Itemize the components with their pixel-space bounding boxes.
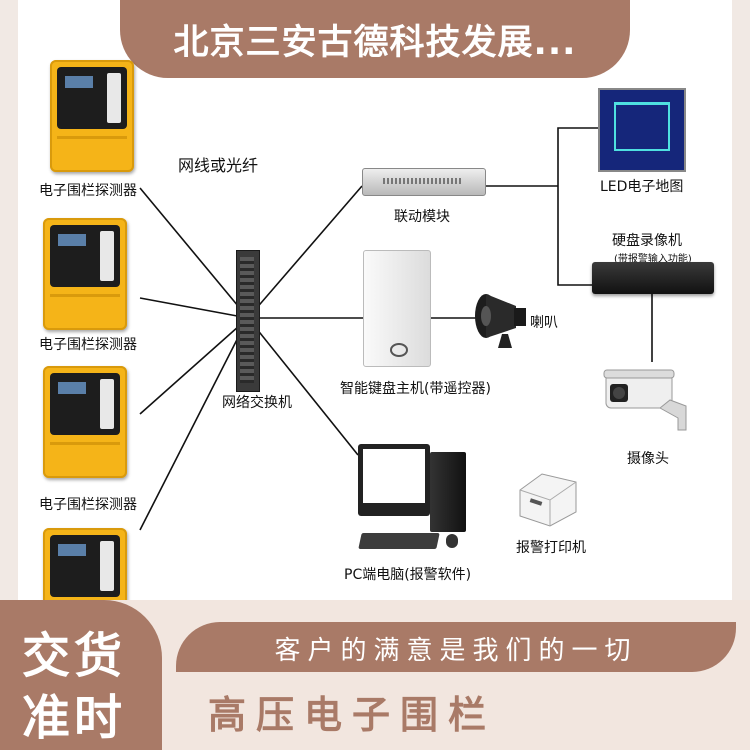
line-detector2-switch bbox=[139, 297, 249, 319]
badge-line-1: 交货 bbox=[22, 628, 127, 684]
pc-label: PC端电脑(报警软件) bbox=[344, 567, 472, 583]
line-detector1-switch bbox=[139, 187, 249, 319]
pc-monitor bbox=[358, 444, 430, 516]
network-switch bbox=[236, 250, 260, 392]
printer-label: 报警打印机 bbox=[516, 540, 586, 556]
camera-icon bbox=[603, 369, 687, 431]
host-label: 智能键盘主机(带遥控器) bbox=[340, 381, 491, 397]
siren-icon bbox=[475, 294, 526, 348]
dvr-label: 硬盘录像机 bbox=[612, 233, 682, 249]
delivery-badge: 交货 准时 bbox=[0, 600, 162, 750]
pc-keyboard bbox=[358, 533, 440, 549]
fence-detector-1 bbox=[50, 60, 134, 172]
linkage-module bbox=[362, 168, 486, 196]
fence-detector-2 bbox=[43, 218, 127, 330]
line-detector3-switch bbox=[139, 317, 249, 415]
dvr-note: (带报警输入功能) bbox=[614, 254, 692, 265]
printer-icon bbox=[519, 473, 577, 527]
camera-label: 摄像头 bbox=[627, 451, 669, 467]
cable-label: 网线或光纤 bbox=[178, 156, 259, 175]
line-switch-pc bbox=[247, 317, 359, 456]
led-map-screen bbox=[598, 88, 686, 172]
line-switch-linkage bbox=[247, 185, 363, 319]
siren-label: 喇叭 bbox=[530, 315, 558, 331]
company-title: 北京三安古德科技发展... bbox=[173, 23, 577, 63]
slogan-bar: 客户的满意是我们的一切 bbox=[176, 622, 736, 672]
detector-label-1: 电子围栏探测器 bbox=[39, 183, 137, 199]
detector-label-2: 电子围栏探测器 bbox=[39, 337, 137, 353]
pc-mouse bbox=[446, 534, 458, 548]
dvr-recorder bbox=[592, 262, 714, 294]
led-map-label: LED电子地图 bbox=[600, 179, 684, 195]
right-margin bbox=[732, 0, 750, 600]
product-name: 高压电子围栏 bbox=[208, 693, 497, 737]
top-banner: 北京三安古德科技发展... bbox=[120, 0, 630, 78]
detector-label-3: 电子围栏探测器 bbox=[39, 497, 137, 513]
line-detector4-switch bbox=[139, 317, 249, 531]
connection-lines bbox=[139, 127, 653, 531]
line-bus bbox=[557, 127, 600, 286]
left-margin bbox=[0, 0, 18, 600]
keyboard-host bbox=[363, 250, 431, 367]
slogan-text: 客户的满意是我们的一切 bbox=[274, 636, 638, 666]
switch-label: 网络交换机 bbox=[222, 395, 292, 411]
fence-detector-3 bbox=[43, 366, 127, 478]
pc-tower bbox=[430, 452, 466, 532]
linkage-module-label: 联动模块 bbox=[394, 209, 450, 225]
badge-line-2: 准时 bbox=[22, 690, 127, 746]
